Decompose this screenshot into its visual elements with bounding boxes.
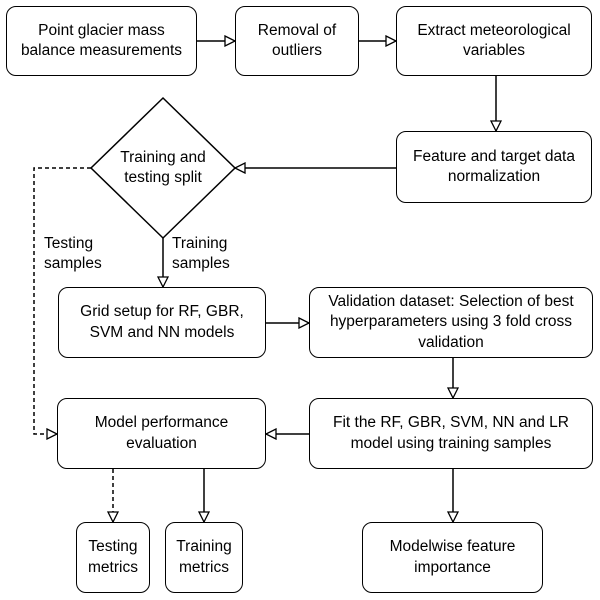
training-samples-label: Training samples [172,235,230,273]
feature-importance-node: Modelwise feature importance [362,522,543,593]
grid-setup-node: Grid setup for RF, GBR, SVM and NN model… [58,287,266,358]
removal-outliers-node: Removal of outliers [235,6,359,76]
training-metrics-node: Training metrics [165,522,243,593]
arrow-split-to-eval-testing [33,167,91,434]
extract-meteorological-node: Extract meteorological variables [396,6,592,76]
point-glacier-node: Point glacier mass balance measurements [6,6,197,76]
split-label: Training and testing split [120,149,206,187]
fit-models-node: Fit the RF, GBR, SVM, NN and LR model us… [309,398,593,469]
testing-metrics-node: Testing metrics [76,522,150,593]
model-evaluation-node: Model performance evaluation [57,398,266,469]
testing-samples-label: Testing samples [44,235,102,273]
normalization-node: Feature and target data normalization [396,131,592,203]
validation-node: Validation dataset: Selection of best hy… [309,287,593,358]
